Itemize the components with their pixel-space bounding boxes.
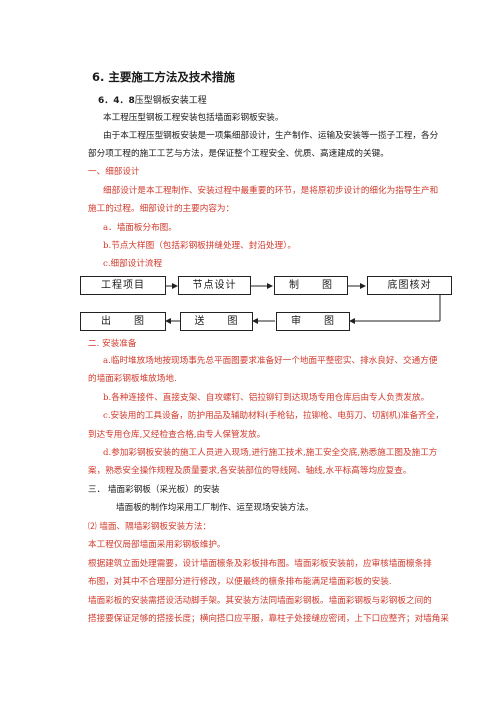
section2-para-b: b.各种连接件、直接支架、自攻螺钉、铝拉铆钉到达现场专用仓库后由专人负责发放。 (103, 393, 430, 403)
intro-line-1: 本工程压型钢板工程安装包括墙面彩钢板安装。 (103, 113, 284, 123)
section1-title: 一、细部设计 (88, 167, 140, 177)
section3-line-4: 根据建筑立面处理需要，设计墙面檩条及彩板排布图。墙面彩板安装前，应审核墙面檩条排 (88, 559, 432, 569)
intro-line-3: 部分项工程的施工工艺与方法，是保证整个工程安全、优质、高速建成的关键。 (88, 149, 389, 159)
subsection-number: 6．4．8 (98, 96, 135, 106)
subsection-title: 压型钢板安装工程 (134, 96, 207, 106)
section1-line-1: 细部设计是本工程制作、安装过程中最重要的环节，是将原初步设计的细化为指导生产和 (103, 186, 439, 196)
section1-item-c: c.细部设计流程 (103, 259, 163, 269)
section3-line-5: 布图，对其中不合理部分进行修改，以便最终的檩条排布能满足墙面彩板的安装. (88, 577, 392, 587)
section1-item-b: b.节点大样图（包括彩钢板拼缝处理、封沿处理）。 (103, 241, 296, 251)
section2-para-d-2: 案，熟悉安全操作规程及质量要求,各安装部位的导线网、轴线,水平标高等均应复查。 (88, 466, 412, 476)
section3-line-2: ⑵ 墙面、隔墙彩钢板安装方法： (88, 522, 212, 532)
flow-box-node-design: 节点设计 (178, 276, 251, 295)
section3-line-6: 墙面彩板的安装需搭设活动脚手架。其安装方法同墙面彩钢板。墙面彩钢板与彩钢板之间的 (88, 596, 432, 606)
section2-para-a-1: a.临时堆放场地按现场事先总平面图要求准备好一个地面平整密实、排水良好、交通方便 (103, 356, 438, 366)
section3-title: 三． 墙面彩钢板（采光板）的安装 (88, 485, 220, 495)
flow-box-project: 工程项目 (80, 276, 166, 295)
flow-box-base-check: 底图核对 (367, 276, 452, 295)
flow-box-drawing: 制 图 (274, 276, 348, 295)
section2-para-d-1: d.参加彩钢板安装的施工人员进入现场,进行施工技术,施工安全交底,熟悉施工图及施… (103, 448, 438, 458)
section3-line-7: 搭接要保证足够的搭接长度；横向搭口应平服，靠柱子处接缝应密闭，上下口应整齐；对墙… (88, 614, 449, 624)
section2-para-c-1: c.安装用的工具设备，防护用品及辅助材料(手枪钻，拉铆枪、电剪刀、切割机)准备齐… (103, 411, 444, 421)
section2-para-a-2: 的墙面彩钢板堆放场地. (88, 374, 177, 384)
section1-line-2: 施工的过程。细部设计的主要内容为： (88, 204, 235, 214)
section2-title: 二. 安装准备 (88, 339, 137, 349)
section3-line-1: 墙面板的制作均采用工厂制作、运至现场安装方法。 (116, 503, 314, 513)
subsection-heading: 6．4．8压型钢板安装工程 (98, 95, 207, 107)
flow-box-review: 审 图 (276, 312, 350, 331)
section2-para-c-2: 到达专用仓库,又经检查合格,由专人保管发放。 (88, 430, 266, 440)
flow-box-submit: 送 图 (180, 312, 253, 331)
intro-line-2: 由于本工程压型钢板安装是一项集细部设计，生产制作、运输及安装等一揽子工程，各分 (103, 131, 439, 141)
section1-item-a: a．墙面板分布图。 (103, 223, 177, 233)
section-heading: 6. 主要施工方法及技术措施 (92, 70, 235, 84)
section3-line-3: 本工程仅局部墙面采用彩钢板维护。 (88, 540, 226, 550)
flow-box-output: 出 图 (80, 312, 166, 331)
